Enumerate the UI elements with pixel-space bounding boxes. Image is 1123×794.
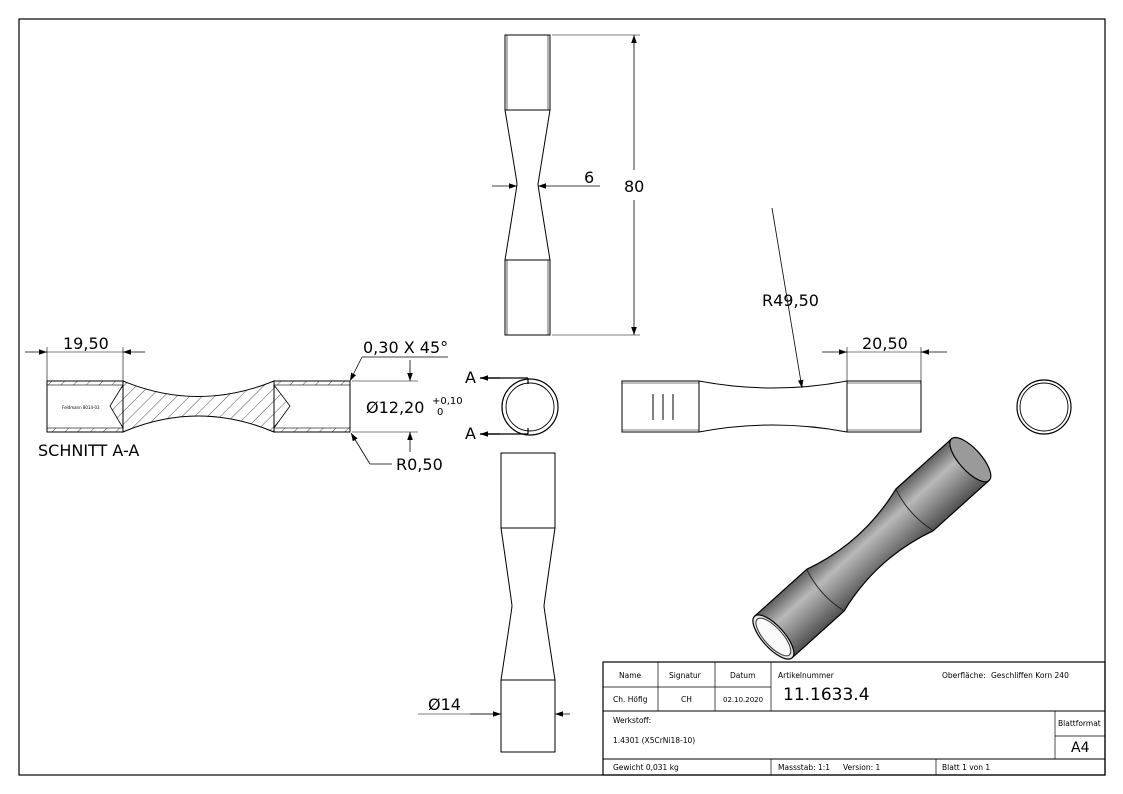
overall-length-label: 80 — [624, 177, 644, 196]
tb-sheet-format-label: Blattformat — [1058, 719, 1101, 728]
tb-header-surface: Oberfläche: — [942, 671, 986, 680]
section-title: SCHNITT A-A — [38, 441, 139, 460]
bottom-view-part — [500, 452, 556, 753]
isometric-view — [752, 436, 992, 660]
bore-diameter-label: Ø12,20 — [366, 398, 424, 417]
section-marker-bottom: A — [465, 424, 476, 443]
title-block — [602, 661, 1106, 776]
end-view-right — [1016, 379, 1072, 435]
tb-date-value: 02.10.2020 — [723, 696, 763, 704]
tb-header-date: Datum — [730, 671, 755, 680]
waist-radius-callout: R49,50 — [762, 207, 819, 389]
waist-width-label: 6 — [584, 168, 594, 187]
drawing-frame — [18, 18, 1106, 776]
waist-width-dimension: 6 — [492, 168, 600, 189]
tb-weight: Gewicht 0,031 kg — [613, 763, 679, 772]
bore-tolerance-lower: 0 — [437, 407, 443, 418]
engraving-text: Feldmann 8014-03 — [62, 405, 100, 410]
tb-material-label: Werkstoff: — [613, 716, 651, 725]
diameter-label: Ø14 — [428, 695, 461, 714]
tb-header-signature: Signatur — [669, 671, 702, 680]
diameter-dimension: Ø14 — [418, 695, 570, 717]
bore-diameter-dimension: Ø12,20 +0,10 0 — [352, 360, 463, 452]
fillet-callout: R0,50 — [350, 432, 443, 474]
bore-tolerance-upper: +0,10 — [432, 396, 463, 407]
tb-surface-value: Geschliffen Korn 240 — [991, 671, 1069, 680]
tb-sheet-format-value: A4 — [1071, 740, 1090, 756]
fillet-label: R0,50 — [396, 455, 443, 474]
top-view-part — [504, 34, 551, 336]
chamfer-callout: 0,30 X 45° — [349, 338, 448, 382]
left-bore-depth-label: 19,50 — [63, 334, 109, 353]
side-view-part — [621, 380, 922, 433]
tb-signature-value: CH — [681, 695, 692, 704]
tb-article-number: 11.1633.4 — [783, 685, 870, 705]
section-marker-top: A — [465, 368, 476, 387]
left-bore-depth-dimension: 19,50 — [25, 334, 145, 381]
section-view: Feldmann 8014-03 — [46, 380, 351, 433]
right-bore-depth-dimension: 20,50 — [822, 334, 947, 381]
waist-radius-label: R49,50 — [762, 291, 819, 310]
right-bore-depth-label: 20,50 — [862, 334, 908, 353]
tb-material-value: 1.4301 (X5CrNi18-10) — [613, 736, 695, 745]
overall-length-dimension: 80 — [552, 34, 644, 336]
tb-header-article: Artikelnummer — [778, 671, 835, 680]
tb-sheet: Blatt 1 von 1 — [942, 763, 990, 772]
tb-version: Version: 1 — [843, 763, 880, 772]
tb-name-value: Ch. Höfig — [613, 695, 648, 704]
tb-header-name: Name — [619, 671, 642, 680]
tb-scale: Massstab: 1:1 — [778, 763, 830, 772]
chamfer-label: 0,30 X 45° — [363, 338, 448, 357]
end-view-center: A A — [465, 368, 559, 443]
